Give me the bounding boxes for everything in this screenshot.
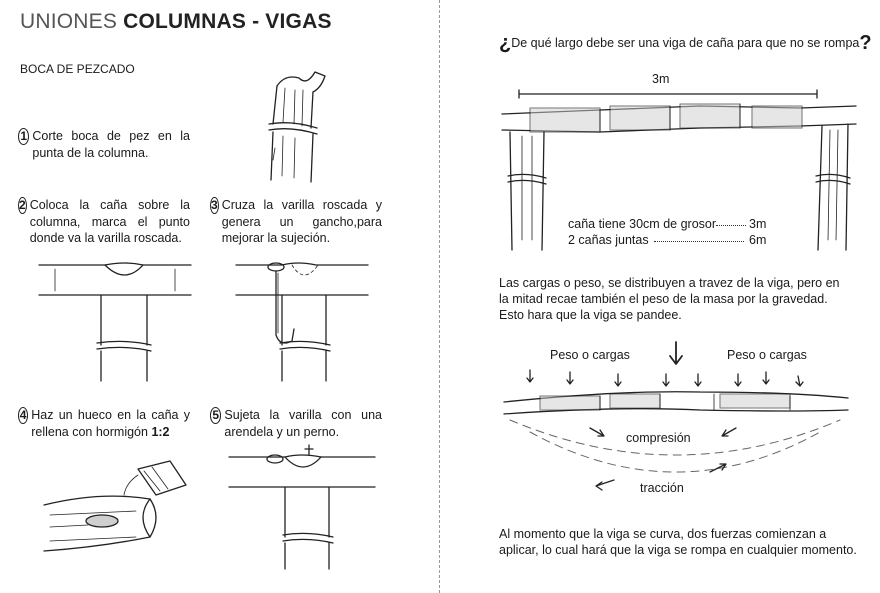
beam-frame-sketch [501, 103, 857, 251]
page-title: UNIONES COLUMNAS - VIGAS [20, 10, 332, 34]
span-label: 3m [652, 72, 670, 86]
spec-1-label: caña tiene 30cm de grosor [568, 217, 717, 231]
bending-beam-diagram [503, 341, 849, 491]
question-open-mark: ¿ [499, 32, 512, 54]
span-dimension-line [518, 89, 818, 99]
spec-2-label: 2 cañas juntas [568, 233, 649, 247]
step-number-3: 3 [210, 197, 219, 214]
step-4-text: Haz un hueco en la caña y rellena con ho… [31, 407, 190, 440]
spec-2-value: 6m [749, 233, 767, 247]
page-divider [439, 0, 440, 593]
question-heading: ¿De qué largo debe ser una viga de caña … [499, 32, 872, 55]
step-1-text: Corte boca de pez en la punta de la colu… [32, 129, 190, 160]
concrete-fill-sketch [43, 460, 187, 552]
step-4: 4 Haz un hueco en la caña y rellena con … [18, 407, 190, 440]
step-5: 5 Sujeta la varilla con una arendela y u… [210, 407, 382, 440]
title-light: UNIONES [20, 10, 124, 33]
section-subtitle: BOCA DE PEZCADO [20, 62, 135, 76]
step-4-ratio: 1:2 [151, 424, 170, 439]
step-1: 1 Corte boca de pez en la punta de la co… [18, 128, 190, 161]
compression-label: compresión [626, 431, 691, 445]
step-5-text: Sujeta la varilla con una arendela y un … [224, 408, 382, 439]
step-number-4: 4 [18, 407, 29, 424]
washer-nut-sketch [228, 444, 376, 570]
title-bold: COLUMNAS - VIGAS [123, 10, 332, 33]
spec-1-value: 3m [749, 217, 767, 231]
spec-1-leader [716, 225, 746, 226]
step-number-1: 1 [18, 128, 30, 145]
step-number-2: 2 [18, 197, 27, 214]
beam-on-column-sketch [38, 262, 192, 382]
loads-paragraph: Las cargas o peso, se distribuyen a trav… [499, 276, 840, 322]
fish-mouth-column-sketch [268, 71, 326, 183]
threaded-rod-hook-sketch [235, 262, 369, 382]
traction-label: tracción [640, 481, 684, 495]
step-2: 2 Coloca la caña sobre la columna, marca… [18, 197, 190, 247]
step-4-text-before: Haz un hueco en la caña y rellena con ho… [31, 408, 190, 439]
question-close-mark: ? [859, 32, 872, 54]
spec-2-leader [654, 241, 744, 242]
load-label-right: Peso o cargas [727, 348, 807, 362]
question-text: De qué largo debe ser una viga de caña p… [511, 36, 860, 50]
step-3-text: Cruza la varilla roscada y genera un gan… [221, 198, 382, 245]
step-3: 3 Cruza la varilla roscada y genera un g… [210, 197, 382, 247]
load-label-left: Peso o cargas [550, 348, 630, 362]
step-2-text: Coloca la caña sobre la columna, marca e… [29, 198, 190, 245]
forces-paragraph: Al momento que la viga se curva, dos fue… [499, 527, 857, 557]
step-number-5: 5 [210, 407, 222, 424]
